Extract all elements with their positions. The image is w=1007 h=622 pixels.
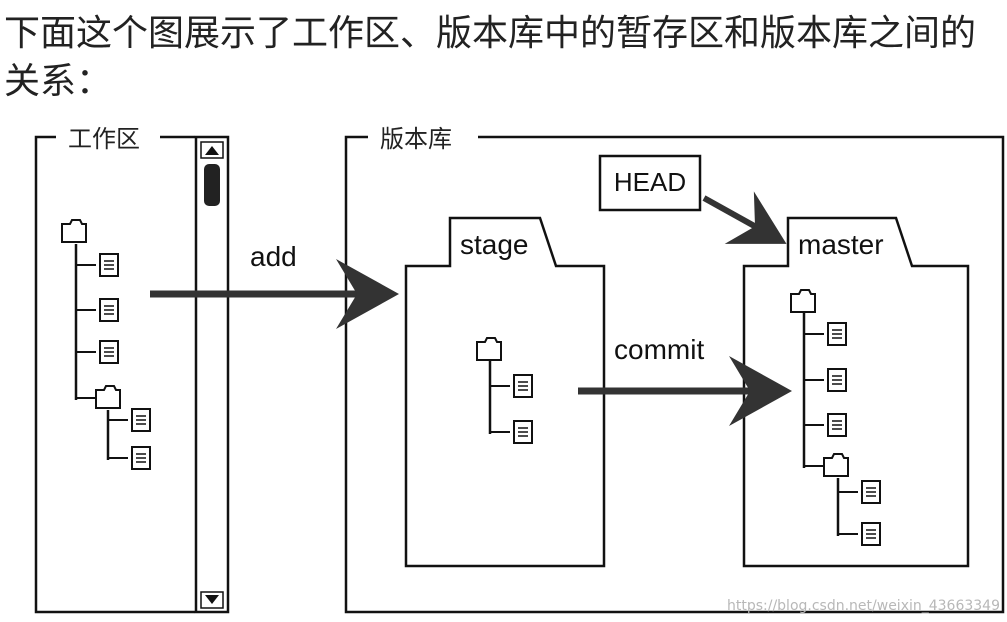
arrow-down-icon — [205, 595, 219, 604]
folder-icon — [823, 453, 849, 477]
stage-label: stage — [460, 229, 529, 260]
file-icon — [861, 522, 881, 546]
file-icon — [827, 322, 847, 346]
file-icon — [513, 374, 533, 398]
workspace-label: 工作区 — [68, 125, 140, 153]
head-arrow — [702, 191, 787, 244]
workspace-group: 工作区 — [34, 125, 230, 614]
add-label: add — [250, 241, 297, 272]
commit-arrow: commit — [578, 334, 792, 426]
workspace-file-tree — [61, 219, 151, 470]
repository-group: 版本库 stage master — [344, 125, 1005, 614]
scrollbar[interactable] — [194, 135, 230, 614]
file-icon — [99, 340, 119, 364]
file-icon — [131, 446, 151, 470]
add-arrow: add — [150, 241, 399, 329]
head-label: HEAD — [614, 167, 686, 197]
head-box: HEAD — [598, 154, 702, 212]
intro-text: 下面这个图展示了工作区、版本库中的暂存区和版本库之间的关系： — [4, 13, 977, 102]
master-box: master — [742, 216, 970, 568]
master-label: master — [798, 229, 884, 260]
folder-icon — [95, 385, 121, 409]
folder-icon — [476, 337, 502, 361]
file-icon — [513, 420, 533, 444]
watermark: https://blog.csdn.net/weixin_43663349 — [727, 598, 1000, 614]
stage-box: stage — [404, 216, 606, 568]
repository-label: 版本库 — [380, 125, 452, 153]
folder-icon — [790, 289, 816, 313]
file-icon — [827, 413, 847, 437]
arrow-up-icon — [205, 146, 219, 155]
commit-label: commit — [614, 334, 704, 365]
file-icon — [861, 480, 881, 504]
file-icon — [99, 253, 119, 277]
stage-file-tree — [476, 337, 533, 444]
file-icon — [131, 408, 151, 432]
file-icon — [827, 368, 847, 392]
folder-icon — [61, 219, 87, 243]
scroll-thumb[interactable] — [204, 164, 220, 206]
master-file-tree — [790, 289, 881, 546]
file-icon — [99, 298, 119, 322]
